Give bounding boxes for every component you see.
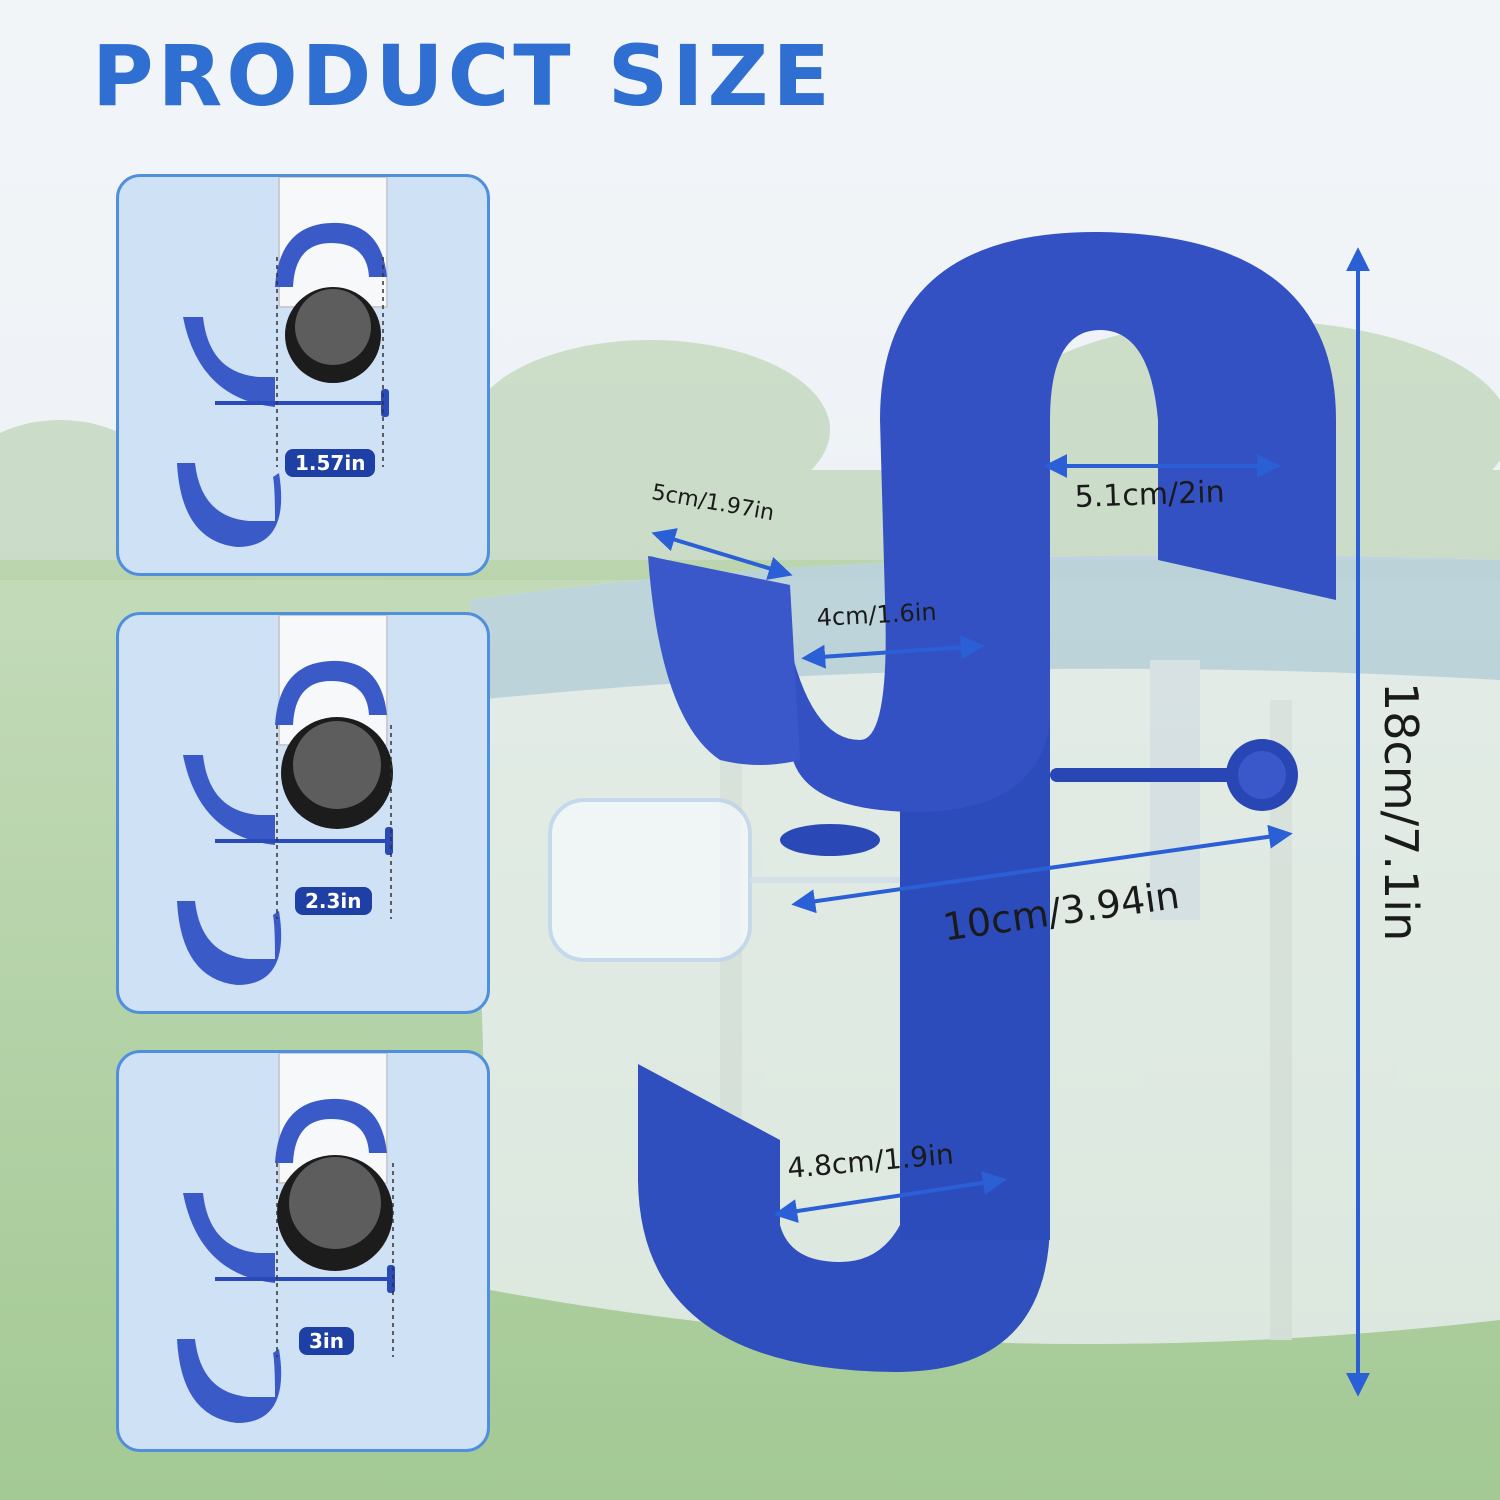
pipe-size-label: 2.3in xyxy=(295,887,372,915)
bracket-diagram xyxy=(177,1053,395,1423)
size-panel-medium: 2.3in xyxy=(116,612,490,1014)
page-title: PRODUCT SIZE xyxy=(92,27,834,125)
bracket-diagram xyxy=(177,615,393,985)
pool-illustration xyxy=(470,555,1500,1344)
pipe-size-label: 1.57in xyxy=(285,449,376,477)
pipe-size-label: 3in xyxy=(299,1327,355,1355)
total-height-label: 18cm/7.1in xyxy=(1374,682,1428,942)
bracket-diagram xyxy=(177,177,389,547)
top-width-label: 5.1cm/2in xyxy=(1074,474,1226,515)
size-panel-small: 1.57in xyxy=(116,174,490,576)
size-panel-large: 3in xyxy=(116,1050,490,1452)
